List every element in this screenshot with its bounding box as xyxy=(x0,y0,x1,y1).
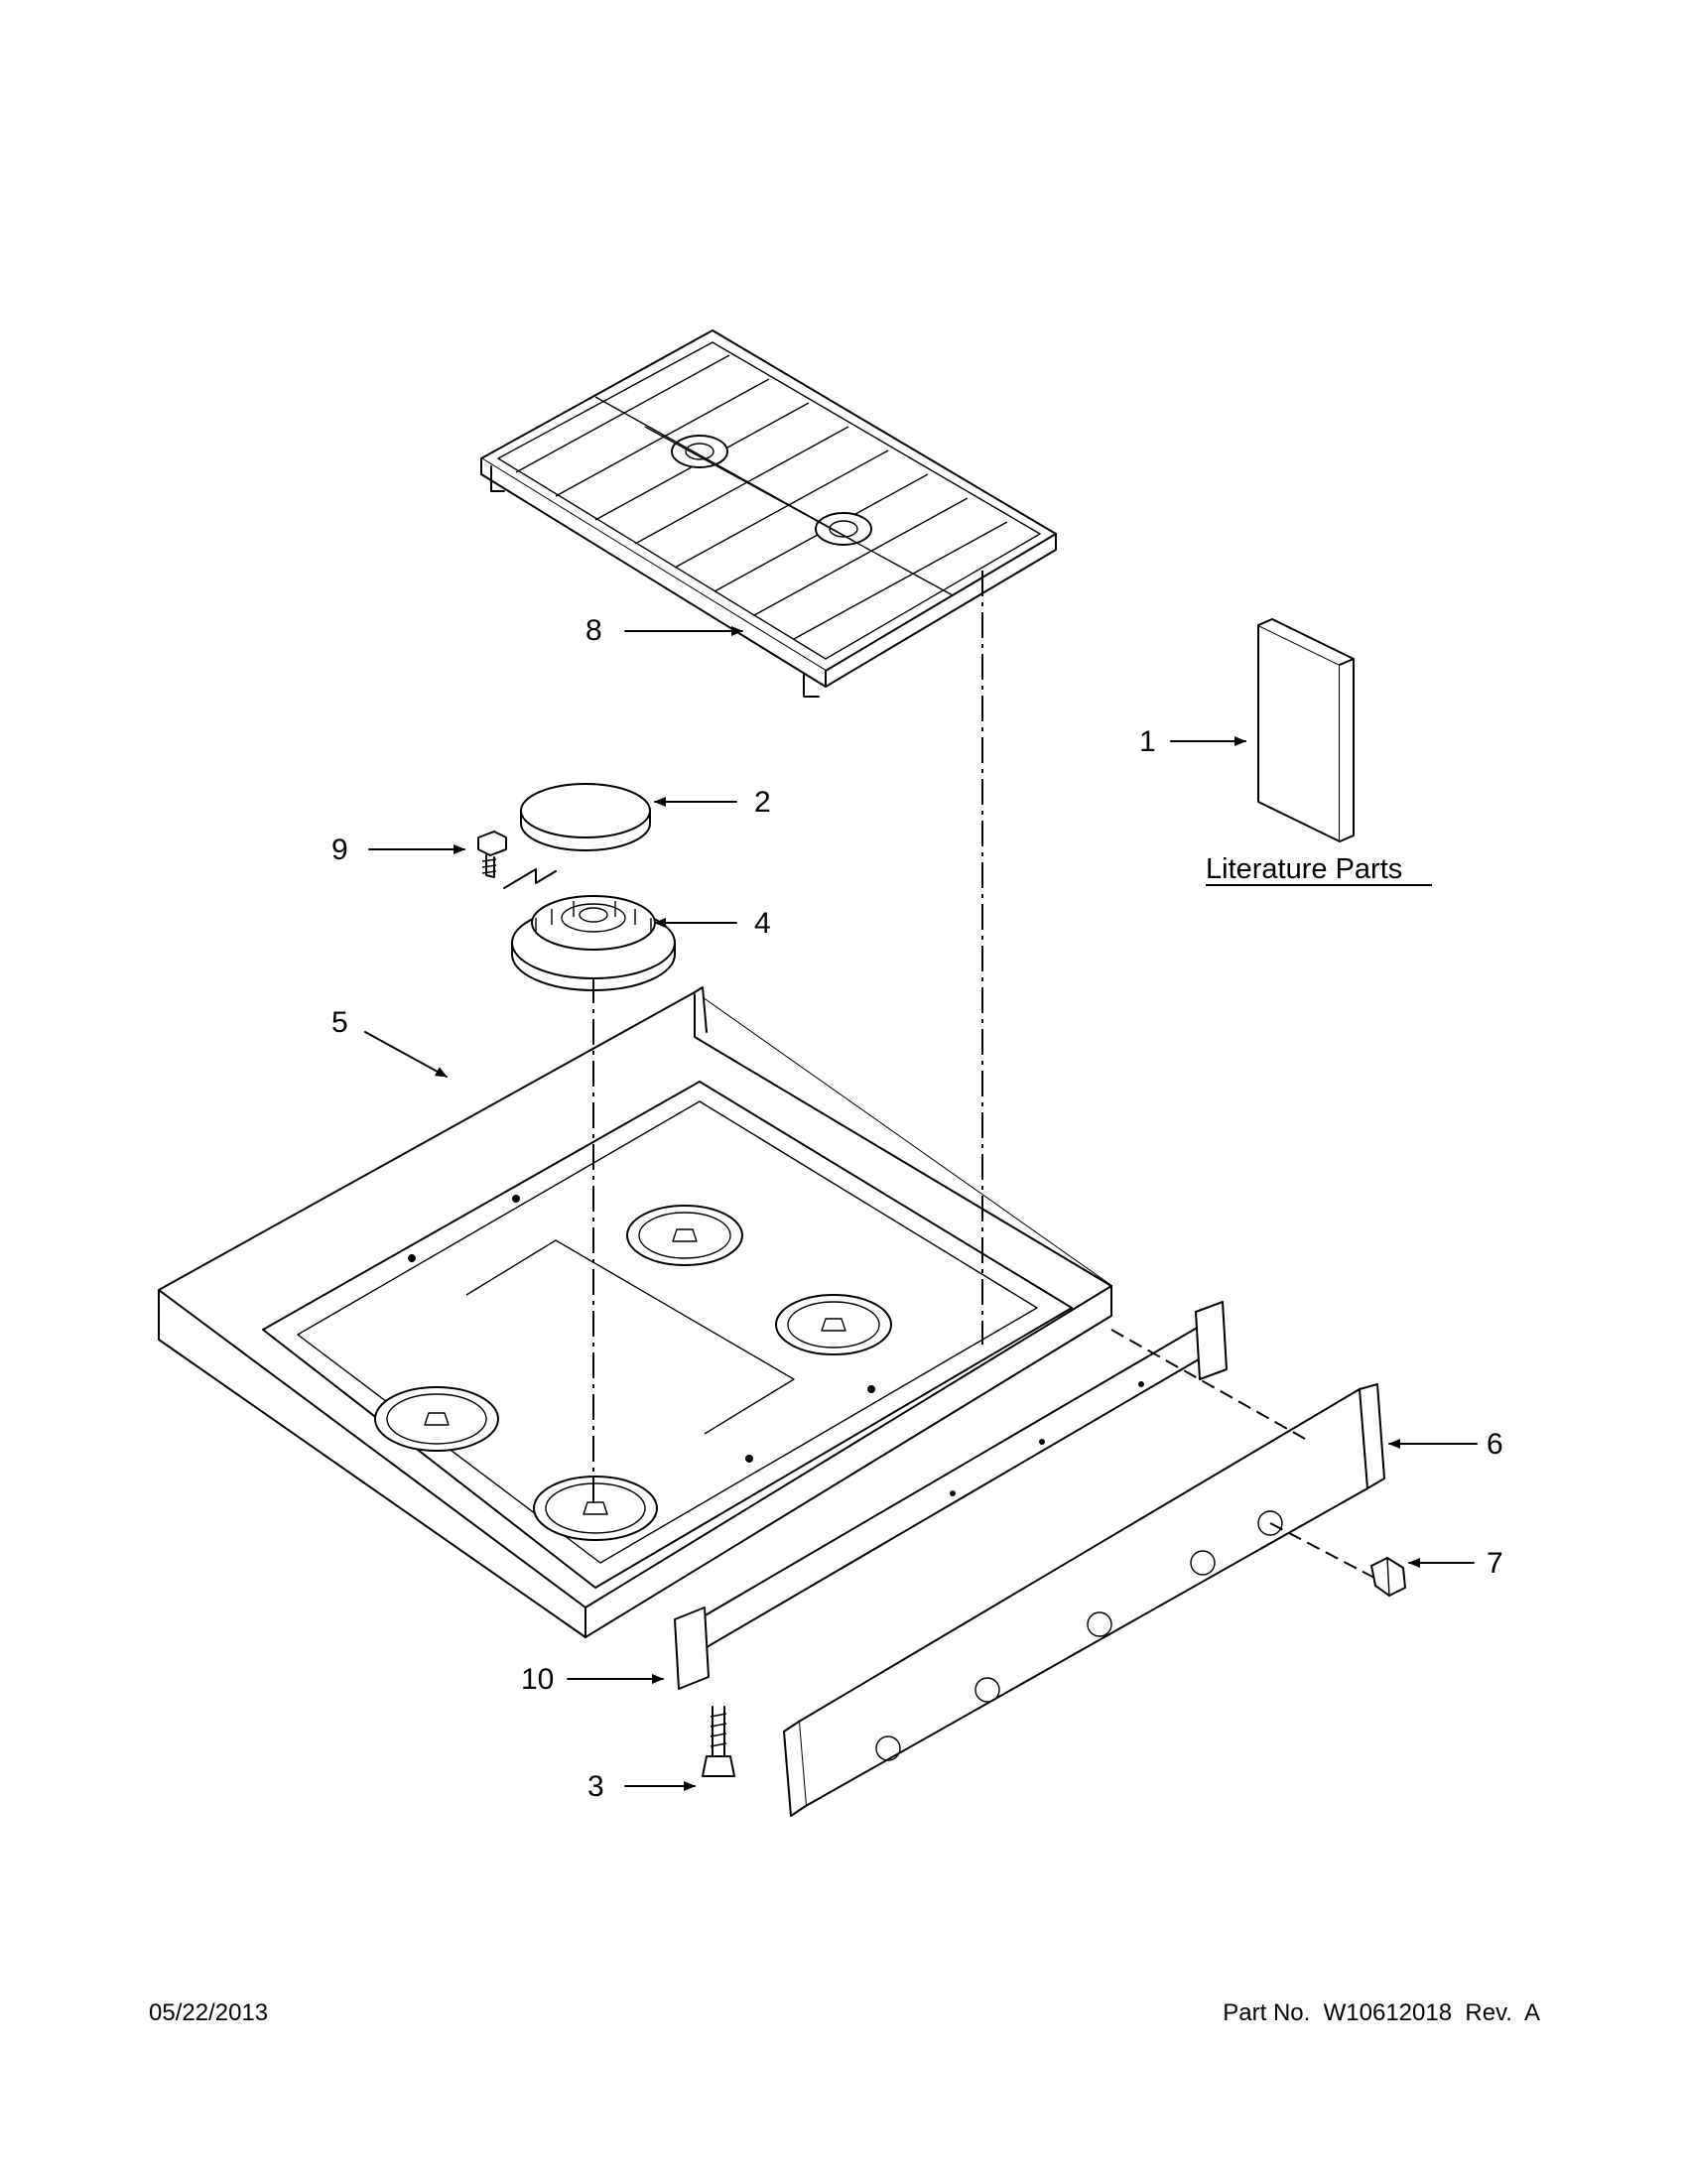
burner-grate xyxy=(480,329,1057,698)
footer-part-number: Part No. W10612018 Rev. A xyxy=(1223,1999,1540,2026)
callout-3: 3 xyxy=(587,1770,604,1803)
burner-base xyxy=(511,895,676,991)
callout-6: 6 xyxy=(1487,1428,1503,1461)
callout-7: 7 xyxy=(1487,1547,1503,1580)
screw xyxy=(702,1706,735,1777)
callout-8: 8 xyxy=(585,614,602,647)
callout-4: 4 xyxy=(754,907,771,940)
cooktop xyxy=(158,986,1112,1638)
callout-1: 1 xyxy=(1139,725,1156,758)
literature-booklet xyxy=(1257,618,1355,842)
callout-5: 5 xyxy=(331,1006,348,1039)
callout-9: 9 xyxy=(331,834,348,866)
screw-ignitor xyxy=(477,831,557,889)
manifold-panel xyxy=(783,1383,1385,1817)
callout-2: 2 xyxy=(754,786,771,819)
burner-cap xyxy=(520,783,651,851)
knob xyxy=(1370,1557,1406,1597)
literature-parts-label: Literature Parts xyxy=(1206,853,1402,885)
callout-10: 10 xyxy=(521,1663,554,1696)
footer-date: 05/22/2013 xyxy=(149,1999,268,2026)
manifold-bracket xyxy=(674,1301,1228,1690)
